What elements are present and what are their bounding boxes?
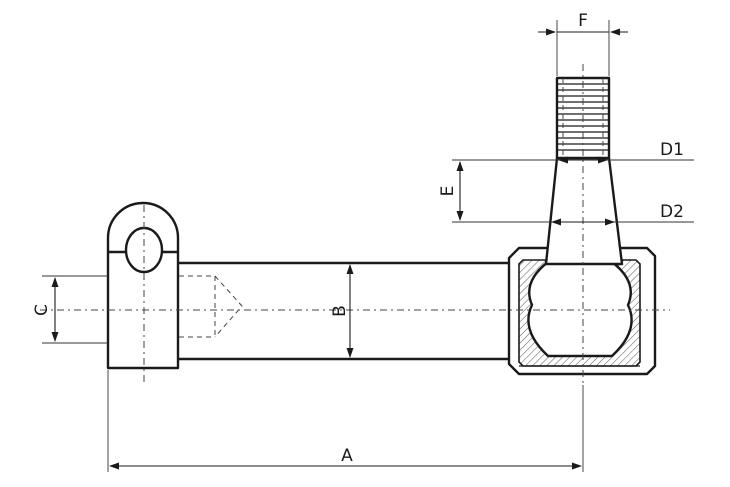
dimension-label-a: A [341,446,353,466]
centerlines [40,64,670,385]
dimension-label-e: E [438,186,458,197]
dimension-label-d1: D1 [660,140,684,160]
shaft [168,261,517,361]
dimension-e: E [438,161,464,221]
dimension-b: B [330,264,354,358]
dimension-c: C [32,275,108,344]
dimension-d1: D1 [452,140,694,164]
dimension-a: A [107,370,584,472]
dimension-label-f: F [578,11,588,31]
dimension-f: F [538,11,628,76]
dimension-label-b: B [330,305,350,317]
eye-end [106,201,180,370]
ball-stud [544,76,624,266]
dimension-d2: D2 [452,202,694,226]
socket-housing [507,246,657,376]
dimension-label-d2: D2 [660,202,684,222]
dimension-label-c: C [32,304,52,316]
